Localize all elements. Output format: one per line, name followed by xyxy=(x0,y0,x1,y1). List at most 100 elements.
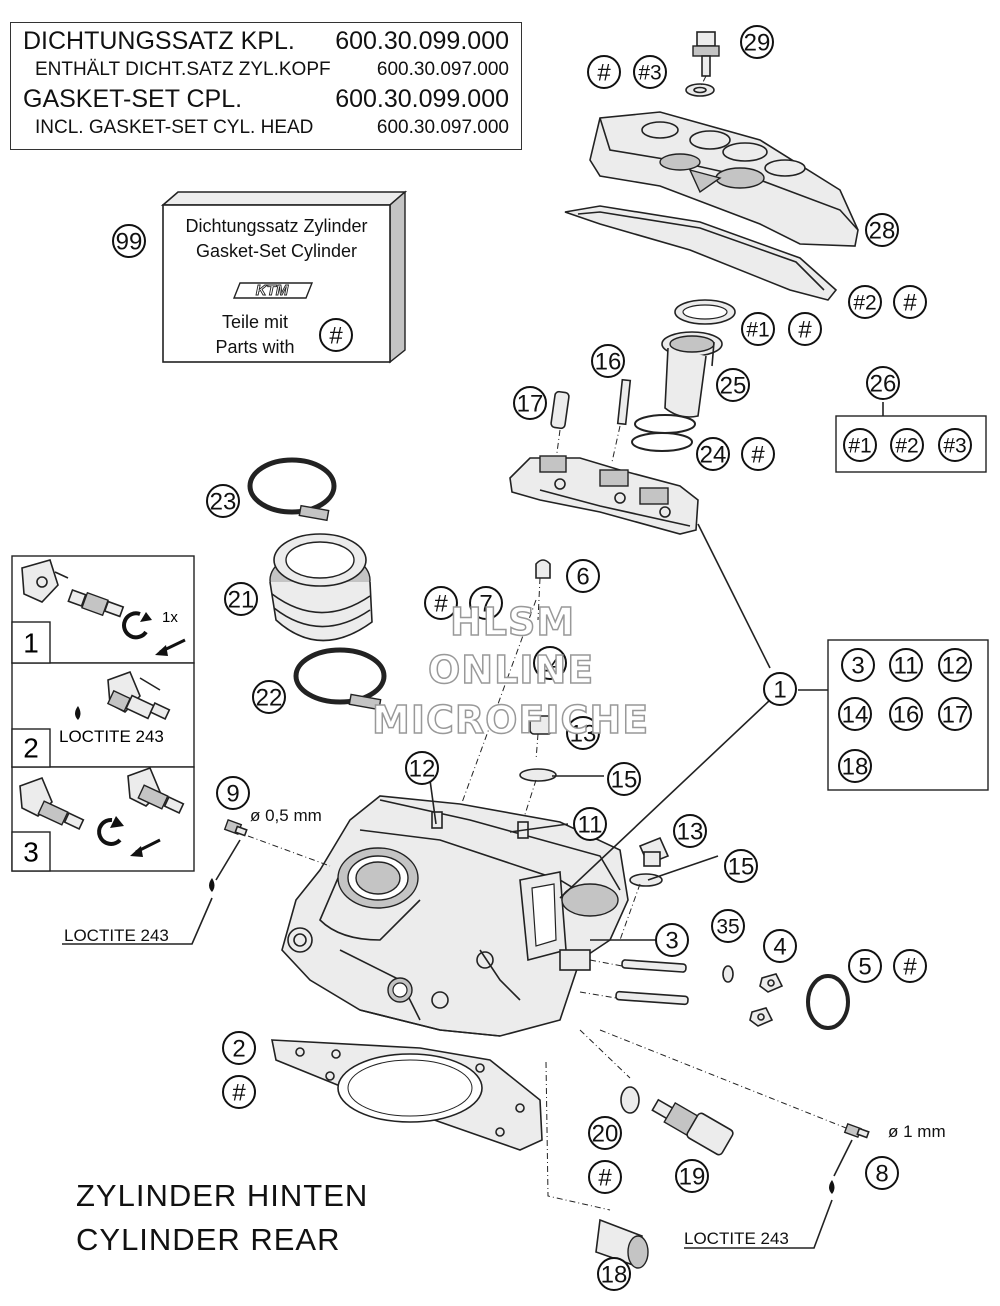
svg-text:17: 17 xyxy=(942,702,969,729)
callout-4: 4 xyxy=(763,929,797,963)
callout-box-3: 3 xyxy=(841,648,875,682)
callout-19: 19 xyxy=(675,1159,709,1193)
callout-hash-c: # xyxy=(788,312,822,346)
callout-29: 29 xyxy=(740,25,774,59)
washer-15-upper xyxy=(519,768,557,782)
spark-plug-tube xyxy=(661,331,723,418)
svg-text:#: # xyxy=(597,60,611,87)
leader-lines xyxy=(429,402,884,941)
callout-15-upper: 15 xyxy=(607,762,641,796)
title-line-2: ENTHÄLT DICHT.SATZ ZYL.KOPF 600.30.097.0… xyxy=(11,59,521,81)
svg-text:21: 21 xyxy=(228,587,255,614)
svg-text:#: # xyxy=(434,591,448,618)
svg-text:3: 3 xyxy=(665,928,678,955)
callouts: 29 # #3 28 #2 # #1 # 16 25 26 17 #1 #2 #… xyxy=(112,25,972,1291)
callout-20: 20 xyxy=(588,1116,622,1150)
svg-text:26: 26 xyxy=(870,371,897,398)
step-1-turn-count: 1x xyxy=(162,609,178,626)
svg-text:4: 4 xyxy=(773,934,786,961)
callout-h2-a: #2 xyxy=(848,285,882,319)
svg-text:13: 13 xyxy=(570,721,597,748)
callout-35: 35 xyxy=(711,909,745,943)
title-line-4-number: 600.30.097.000 xyxy=(376,117,509,138)
loctite-label-right: LOCTITE 243 xyxy=(684,1229,789,1248)
hose-clamp-22 xyxy=(293,647,387,711)
svg-text:15: 15 xyxy=(611,767,638,794)
callout-hash-20: # xyxy=(588,1160,622,1194)
callout-2: 2 xyxy=(222,1031,256,1065)
caption-line-1: ZYLINDER HINTEN xyxy=(76,1178,369,1213)
callout-23: 23 xyxy=(206,484,240,518)
callout-13-upper: 13 xyxy=(566,716,600,750)
title-line-3: GASKET-SET CPL. 600.30.099.000 xyxy=(11,85,521,114)
svg-text:#3: #3 xyxy=(638,62,661,85)
assembly-steps-panel: 1 2 3 1x LOCTITE 243 xyxy=(11,555,195,872)
watermark-line-2: ONLINE xyxy=(427,647,595,693)
screw-plug-18 xyxy=(595,1218,649,1269)
step-2-loctite-label: LOCTITE 243 xyxy=(59,727,164,746)
kit-box-side xyxy=(389,190,406,364)
title-line-4-label: INCL. GASKET-SET CYL. HEAD xyxy=(35,117,314,138)
screw-plug-13-upper xyxy=(529,715,553,761)
callout-25: 25 xyxy=(716,368,750,402)
step-2-number: 2 xyxy=(23,733,39,764)
svg-text:16: 16 xyxy=(595,349,622,376)
loctite-label-left: LOCTITE 243 xyxy=(64,926,169,945)
callout-21: 21 xyxy=(224,582,258,616)
kit-box-top xyxy=(160,191,408,206)
stud-8 xyxy=(599,1029,870,1249)
diameter-05-label: ø 0,5 mm xyxy=(250,806,322,825)
svg-text:3: 3 xyxy=(851,653,864,680)
washer-20 xyxy=(620,1086,640,1114)
svg-text:11: 11 xyxy=(894,653,919,680)
diameter-1-label: ø 1 mm xyxy=(888,1122,946,1141)
svg-text:24: 24 xyxy=(700,442,727,469)
callout-box-16: 16 xyxy=(889,697,923,731)
callout-box-12: 12 xyxy=(938,648,972,682)
callout-24: 24 xyxy=(696,437,730,471)
svg-text:#2: #2 xyxy=(853,292,876,315)
callout-hash-kit: # xyxy=(319,318,353,352)
callout-16: 16 xyxy=(591,344,625,378)
step-1-number: 1 xyxy=(23,628,39,659)
pin-17 xyxy=(550,390,570,461)
title-line-2-label: ENTHÄLT DICHT.SATZ ZYL.KOPF xyxy=(35,59,331,80)
callout-box-14: 14 xyxy=(838,697,872,731)
svg-text:14: 14 xyxy=(537,651,564,678)
callout-28: 28 xyxy=(865,213,899,247)
callout-17: 17 xyxy=(513,386,547,420)
callout-hash-d: # xyxy=(741,437,775,471)
svg-text:#3: #3 xyxy=(943,435,966,458)
stud-9 xyxy=(62,819,331,945)
title-line-1: DICHTUNGSSATZ KPL. 600.30.099.000 xyxy=(11,27,521,56)
callout-9: 9 xyxy=(216,776,250,810)
callout-box-17: 17 xyxy=(938,697,972,731)
screw-6 xyxy=(535,559,551,621)
svg-text:#: # xyxy=(798,317,812,344)
callout-15-right: 15 xyxy=(724,849,758,883)
title-line-4: INCL. GASKET-SET CYL. HEAD 600.30.097.00… xyxy=(11,117,521,139)
cylinder-head xyxy=(281,795,629,1037)
ktm-logo-text: KTM xyxy=(256,282,289,299)
svg-text:20: 20 xyxy=(592,1121,619,1148)
callout-8: 8 xyxy=(865,1156,899,1190)
svg-text:#: # xyxy=(598,1165,612,1192)
title-line-1-number: 600.30.099.000 xyxy=(335,27,509,55)
gasket-set-title-box: DICHTUNGSSATZ KPL. 600.30.099.000 ENTHÄL… xyxy=(10,22,522,150)
nuts-4 xyxy=(749,973,784,1027)
svg-text:12: 12 xyxy=(942,653,969,680)
step-1-drawing: 1x xyxy=(21,559,186,656)
svg-text:#: # xyxy=(751,442,765,469)
svg-text:9: 9 xyxy=(226,781,239,808)
svg-text:#: # xyxy=(232,1080,246,1107)
callout-h2-b: #2 xyxy=(890,428,924,462)
kit-box-line-1: Dichtungssatz Zylinder xyxy=(185,216,368,236)
callout-h3-a: #3 xyxy=(633,55,667,89)
kit-box-line-4: Parts with xyxy=(215,337,295,357)
kit-box-line-2: Gasket-Set Cylinder xyxy=(195,241,358,261)
svg-text:13: 13 xyxy=(677,819,704,846)
callout-14: 14 xyxy=(533,646,567,680)
svg-text:6: 6 xyxy=(576,564,589,591)
studs-3 xyxy=(579,959,689,1006)
